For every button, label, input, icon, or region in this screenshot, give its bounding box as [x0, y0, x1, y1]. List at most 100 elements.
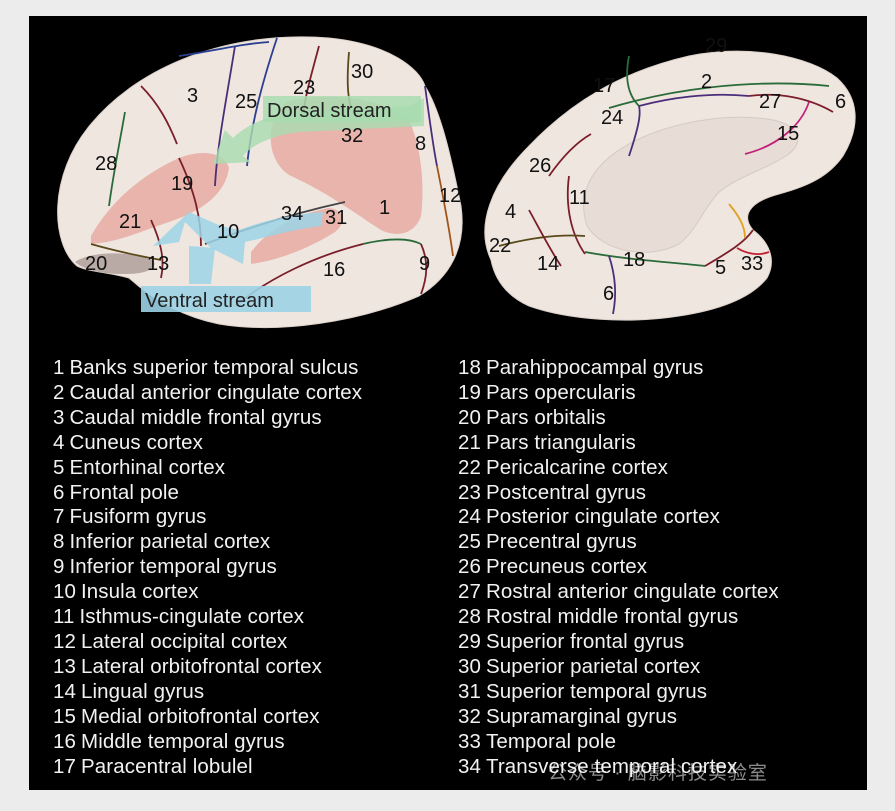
region-number: 30 — [351, 61, 373, 83]
region-number: 23 — [293, 77, 315, 99]
legend-region-name: Superior parietal cortex — [486, 654, 701, 678]
legend-number: 2 — [53, 380, 65, 404]
legend-region-name: Precuneus cortex — [486, 555, 648, 579]
legend-number: 13 — [53, 654, 77, 678]
region-number: 12 — [439, 185, 461, 207]
region-number: 16 — [323, 259, 345, 281]
legend-region-name: Inferior parietal cortex — [69, 530, 271, 554]
legend-number: 18 — [458, 356, 482, 379]
legend-region-name: Pars opercularis — [486, 380, 636, 404]
region-number: 26 — [529, 155, 551, 177]
region-number: 24 — [601, 107, 623, 129]
legend-region-name: Pars triangularis — [486, 430, 636, 454]
legend-number: 19 — [458, 380, 482, 404]
legend-region-name: Supramarginal gyrus — [486, 704, 678, 728]
legend-number: 26 — [458, 555, 482, 579]
legend-region-name: Posterior cingulate cortex — [486, 505, 720, 529]
legend-number: 20 — [458, 405, 482, 429]
legend-number: 16 — [53, 729, 77, 753]
region-number: 21 — [119, 211, 141, 233]
legend-region-name: Medial orbitofrontal cortex — [81, 704, 320, 728]
region-number: 32 — [341, 125, 363, 147]
legend-region-name: Banks superior temporal sulcus — [69, 356, 359, 379]
region-number: 9 — [419, 253, 430, 275]
region-number: 18 — [623, 249, 645, 271]
legend-number: 17 — [53, 754, 77, 778]
legend-number: 7 — [53, 505, 65, 529]
dorsal-stream-label-bg — [263, 96, 421, 122]
legend-region-name: Frontal pole — [69, 480, 179, 504]
region-number: 22 — [489, 235, 511, 257]
ventral-stream-label: Ventral stream — [145, 290, 274, 312]
legend-region-name: Parahippocampal gyrus — [486, 356, 704, 379]
legend-region-name: Inferior temporal gyrus — [69, 555, 277, 579]
legend-region-name: Precentral gyrus — [486, 530, 637, 554]
region-number: 33 — [741, 253, 763, 275]
legend-number: 4 — [53, 430, 65, 454]
region-number: 6 — [835, 91, 846, 113]
legend-region-name: Pars orbitalis — [486, 405, 606, 429]
legend-region-name: Lateral occipital cortex — [81, 629, 288, 653]
region-number: 25 — [235, 91, 257, 113]
legend-number: 10 — [53, 580, 77, 604]
legend-region-name: Fusiform gyrus — [69, 505, 207, 529]
legend-region-name: Lateral orbitofrontal cortex — [81, 654, 322, 678]
legend-number: 23 — [458, 480, 482, 504]
region-number: 17 — [593, 75, 615, 97]
legend-region-name: Entorhinal cortex — [69, 455, 226, 479]
legend-number: 14 — [53, 679, 77, 703]
region-20-highlight — [75, 253, 155, 274]
lateral-region-numbers: 3 25 23 30 32 8 28 19 12 21 34 31 1 10 2… — [85, 61, 461, 281]
legend-number: 22 — [458, 455, 482, 479]
region-number: 15 — [777, 123, 799, 145]
legend-region-name: Isthmus-cingulate cortex — [79, 605, 305, 629]
medial-parcel-boundaries — [498, 55, 834, 315]
region-number: 13 — [147, 253, 169, 275]
region-number: 6 — [603, 283, 614, 305]
legend-number: 12 — [53, 629, 77, 653]
brain-parcellation-figure: Dorsal stream Ventral stream — [57, 35, 856, 328]
legend-number: 11 — [53, 605, 75, 629]
legend-number: 29 — [458, 629, 482, 653]
legend-region-name: Rostral middle frontal gyrus — [486, 605, 739, 629]
legend-region-name: Middle temporal gyrus — [81, 729, 285, 753]
legend-region-name: Paracentral lobulel — [81, 754, 253, 778]
legend-region-name: Lingual gyrus — [81, 679, 205, 703]
region-number: 2 — [701, 71, 712, 93]
legend-number: 1 — [53, 356, 65, 379]
legend-number: 28 — [458, 605, 482, 629]
dorsal-stream-label: Dorsal stream — [267, 100, 391, 122]
legend-region-name: Caudal middle frontal gyrus — [69, 405, 322, 429]
legend-number: 24 — [458, 505, 482, 529]
legend-region-name: Postcentral gyrus — [486, 480, 647, 504]
legend-number: 30 — [458, 654, 482, 678]
region-number: 11 — [569, 187, 590, 209]
legend-number: 27 — [458, 580, 482, 604]
figure-panel: Dorsal stream Ventral stream — [29, 16, 867, 790]
legend-region-name: Superior frontal gyrus — [486, 629, 685, 653]
ventral-stream-label-bg — [141, 286, 311, 312]
corpus-callosum-shape — [583, 116, 799, 253]
